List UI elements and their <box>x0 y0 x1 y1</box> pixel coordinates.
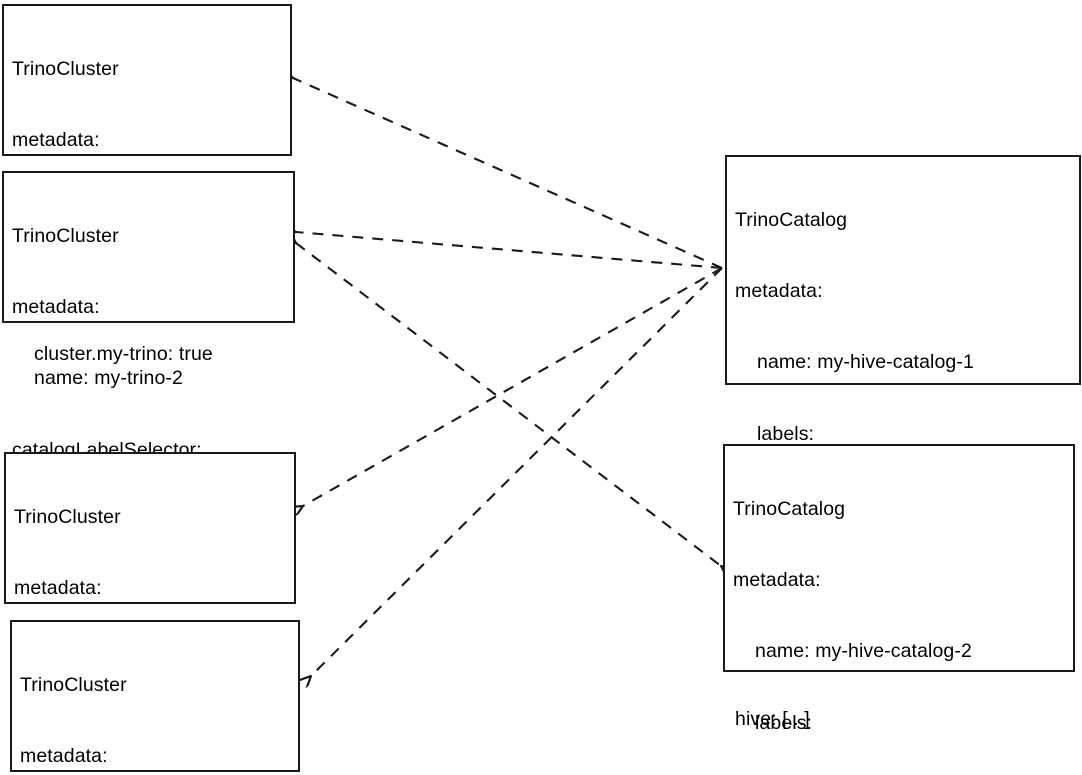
node-line: labels: <box>755 711 813 734</box>
edge-catalog1-to-my-trino-blue <box>303 267 723 506</box>
node-line: metadata: <box>735 279 823 302</box>
node-line: name: my-trino-2 <box>34 367 183 390</box>
edge-catalog1-to-my-trino-2 <box>296 232 723 270</box>
node-line: metadata: <box>12 295 100 318</box>
node-line: name: my-hive-catalog-2 <box>755 640 972 663</box>
node-line: cluster.my-trino: true <box>34 343 213 366</box>
node-line: hive: [...] <box>735 708 810 731</box>
node-trinocluster-my-trino-blue[interactable]: TrinoCluster metadata: name: my-trino-bl… <box>4 452 296 742</box>
edge-catalog2-to-my-trino-2-head <box>296 243 450 360</box>
node-line: TrinoCluster <box>12 224 119 247</box>
node-line: TrinoCluster <box>14 505 121 528</box>
node-body: TrinoCluster metadata: name: my-trino-gr… <box>12 626 298 775</box>
edge-catalog2-to-my-trino-2 <box>295 242 721 566</box>
node-line: TrinoCluster <box>12 57 119 80</box>
node-trinocluster-my-trino[interactable]: TrinoCluster metadata: name: my-trino ca… <box>2 4 292 365</box>
node-line: metadata: <box>733 568 821 591</box>
node-line: name: my-hive-catalog-1 <box>757 351 974 374</box>
node-line: metadata: <box>14 576 102 599</box>
node-line: TrinoCatalog <box>733 497 846 520</box>
node-line: TrinoCluster <box>20 673 127 696</box>
node-line: metadata: <box>20 744 108 767</box>
node-body: TrinoCatalog metadata: name: my-hive-cat… <box>725 450 1073 775</box>
node-trinocatalog-my-hive-catalog-2[interactable]: TrinoCatalog metadata: name: my-hive-cat… <box>723 444 1075 734</box>
edge-catalog1-to-my-trino <box>293 78 723 269</box>
node-trinocluster-my-trino-green[interactable]: TrinoCluster metadata: name: my-trino-gr… <box>10 620 300 772</box>
edge-catalog1-to-my-trino-green <box>311 267 723 676</box>
node-line: metadata: <box>12 128 100 151</box>
node-line: TrinoCatalog <box>735 208 848 231</box>
node-trinocatalog-my-hive-catalog-1[interactable]: TrinoCatalog metadata: name: my-hive-cat… <box>725 155 1081 730</box>
node-trinocluster-my-trino-2[interactable]: TrinoCluster metadata: name: my-trino-2 … <box>2 171 295 532</box>
node-line: labels: <box>757 422 815 445</box>
